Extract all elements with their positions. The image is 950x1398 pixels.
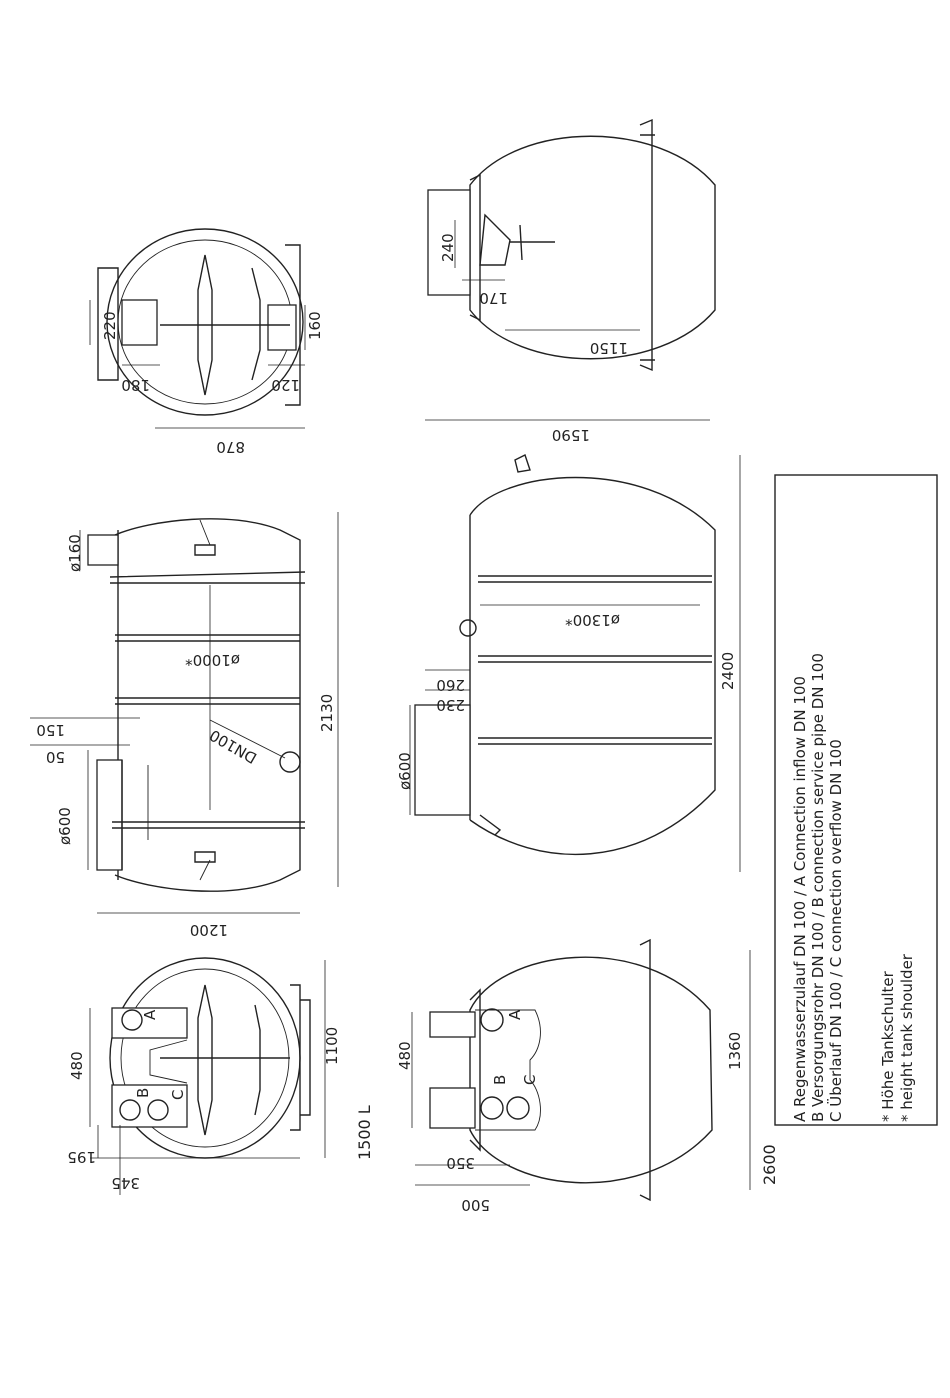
dim-1100: 1100 [323,1027,341,1065]
tank-2600-label-c: C [521,1075,539,1085]
legend-note-en: * height tank shoulder [898,953,916,1122]
dim-120: 120 [271,376,300,394]
tank-1500-side-view [89,957,326,1195]
tank-1500-label-a: A [141,1009,159,1020]
legend-box [774,474,938,1126]
dim-1360: 1360 [726,1032,744,1070]
tank-2600-label-a: A [506,1009,524,1020]
tank-2600-title: 2600 [760,1144,779,1185]
dim-220: 220 [101,311,119,340]
dim-345: 345 [111,1174,140,1192]
tank-2600-front-view [409,419,741,872]
tank-2600-label-b: B [491,1075,509,1085]
dim-160-end: 160 [306,311,324,340]
dim-480-large: 480 [396,1041,414,1070]
tank-2600-side-view [411,938,751,1202]
dim-1000: ø1000* [185,651,240,669]
dim-1590: 1590 [552,426,590,444]
legend-line-c: C Überlauf DN 100 / C connection overflo… [826,739,845,1122]
dim-170: 170 [479,289,508,307]
legend-note-de: * Höhe Tankschulter [879,970,897,1122]
dim-1200: 1200 [190,921,228,939]
tank-1500-title: 1500 L [355,1105,374,1160]
dim-180: 180 [121,376,150,394]
dim-480-small: 480 [68,1051,86,1080]
dim-240: 240 [439,233,457,262]
dim-2130: 2130 [318,694,336,732]
dim-260: 260 [436,676,465,694]
tank-1500-front-view [30,512,339,914]
dim-2400: 2400 [719,652,737,690]
dim-1300: ø1300* [565,611,620,629]
dim-150: 150 [36,721,65,739]
dim-600-small: ø600 [56,807,74,845]
tank-1500-label-c: C [169,1090,187,1100]
dim-160: ø160 [66,534,84,572]
tank-2600-end-view [427,118,716,372]
dim-500: 500 [461,1196,490,1214]
dim-195: 195 [67,1148,96,1166]
legend-line-b: B Versorgungsrohr DN 100 / B connection … [809,653,827,1122]
tank-1500-label-b: B [134,1088,152,1098]
dim-870: 870 [216,438,245,456]
legend-line-a: A Regenwasserzulauf DN 100 / A Connectio… [791,676,809,1122]
dim-230: 230 [436,696,465,714]
dim-1150: 1150 [590,339,628,357]
dim-50: 50 [46,748,65,766]
dim-600-large: ø600 [396,752,414,790]
dim-350: 350 [446,1154,475,1172]
tank-1500-end-view [89,228,306,429]
